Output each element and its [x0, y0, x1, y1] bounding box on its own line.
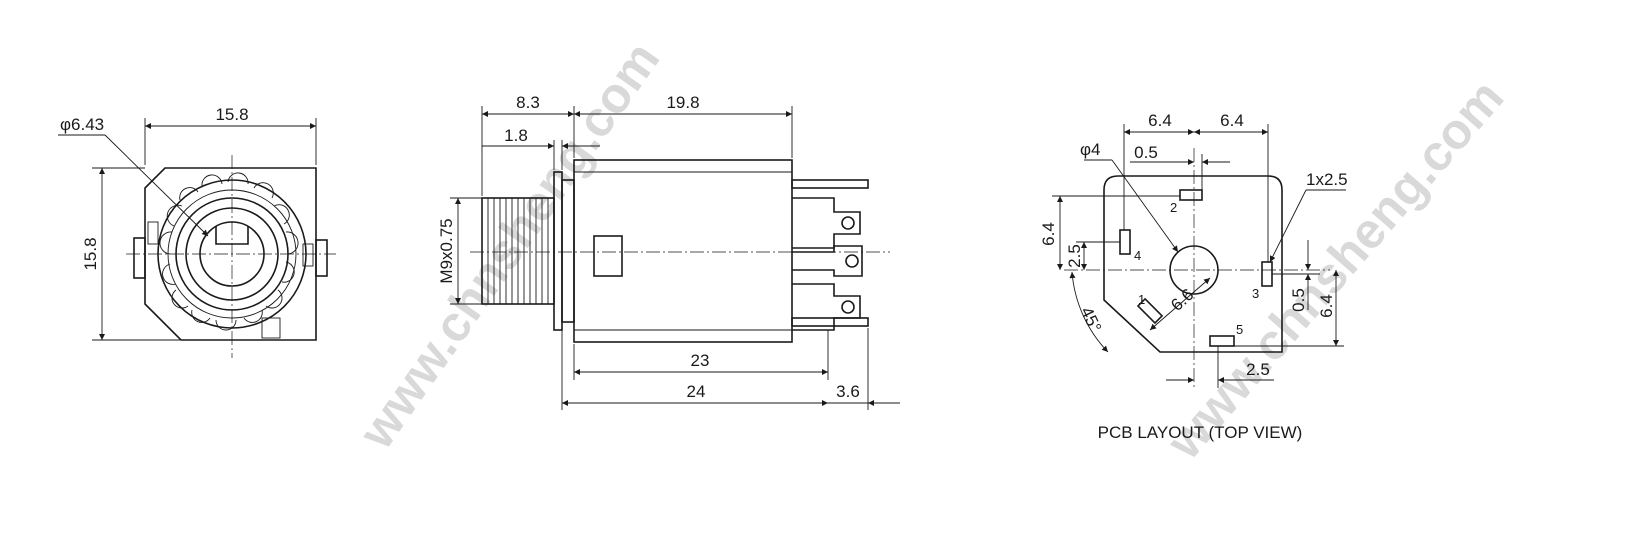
pcb-right-vertical-0-5-label: 0.5 [1289, 288, 1308, 312]
pcb-pad-2 [1179, 189, 1203, 201]
side-terminal-middle [792, 245, 863, 277]
front-washer-teeth [159, 172, 299, 331]
pcb-pad-leader [1269, 189, 1307, 263]
front-right-slot [302, 243, 314, 267]
side-pin-3-6-label: 3.6 [836, 382, 860, 401]
front-left-slot [147, 221, 159, 245]
front-bottom-slot [261, 317, 281, 339]
front-body-outline [144, 167, 317, 341]
pcb-right-6-4-label: 6.4 [1220, 111, 1244, 130]
watermark-text-right: www.chnsheng.com [1155, 69, 1514, 470]
front-right-tab [315, 239, 328, 277]
pcb-right-vertical-6-4-label: 6.4 [1317, 294, 1336, 318]
side-main-body [573, 159, 793, 343]
side-terminal-top [791, 179, 869, 189]
pcb-pin-label-1: 1 [1138, 292, 1145, 307]
side-terminal-upper-hole [841, 216, 855, 230]
pcb-pin-label-3: 3 [1252, 286, 1259, 301]
side-terminal-upper [792, 197, 861, 249]
pcb-offset-0-5-top-label: 0.5 [1134, 143, 1158, 162]
pcb-outline [1103, 175, 1283, 353]
front-left-tab [133, 237, 146, 279]
pcb-pin-label-2: 2 [1170, 200, 1177, 215]
side-view: 8.3 19.8 1.8 M9x0.75 23 24 3.6 [437, 93, 900, 410]
pcb-hole-leader [1111, 159, 1179, 253]
pcb-pad-size-label: 1x2.5 [1306, 170, 1348, 189]
side-body-length-label: 19.8 [666, 93, 699, 112]
side-terminal-bottom [791, 317, 869, 327]
pcb-pad-4 [1119, 229, 1131, 255]
pcb-dim-angle-arc [1069, 271, 1109, 353]
front-height-label: 15.8 [81, 237, 100, 270]
side-body-23-label: 23 [691, 351, 710, 370]
pcb-pin-label-5: 5 [1236, 322, 1243, 337]
front-width-label: 15.8 [215, 105, 248, 124]
pcb-dim-radius [1149, 277, 1211, 331]
side-flange-length-label: 8.3 [516, 93, 540, 112]
pcb-bottom-2-5-label: 2.5 [1246, 360, 1270, 379]
pcb-left-6-4-label: 6.4 [1148, 111, 1172, 130]
pcb-pin-label-4: 4 [1134, 248, 1141, 263]
side-thread-lines [487, 198, 549, 304]
pcb-layout: 2 4 3 5 1 6.4 6.4 0.5 φ4 1x2.5 6.4 2 [1039, 111, 1348, 442]
side-terminal-lower-hole [841, 300, 855, 314]
pcb-pad-5 [1209, 335, 1235, 347]
pcb-hole-diameter-label: φ4 [1080, 140, 1100, 159]
side-terminals [791, 179, 869, 331]
pcb-left-vertical-2-5-label: 2.5 [1065, 244, 1084, 268]
side-panel-thickness-label: 1.8 [504, 126, 528, 145]
side-overall-24-label: 24 [687, 382, 706, 401]
side-thread-label: M9x0.75 [437, 218, 456, 283]
pcb-radius-label: 6.6 [1167, 285, 1197, 315]
side-terminal-middle-hole [845, 254, 859, 268]
pcb-layout-title: PCB LAYOUT (TOP VIEW) [1098, 423, 1303, 442]
front-view: 15.8 15.8 φ6.43 [58, 105, 336, 358]
side-contact-boss [593, 235, 623, 277]
pcb-left-vertical-6-4-label: 6.4 [1039, 222, 1058, 246]
front-bore-leader [104, 134, 209, 237]
front-bore-label: φ6.43 [60, 115, 104, 134]
side-terminal-lower [792, 283, 861, 331]
pcb-pad-3 [1261, 261, 1273, 287]
pcb-angle-label: 45° [1077, 304, 1105, 335]
